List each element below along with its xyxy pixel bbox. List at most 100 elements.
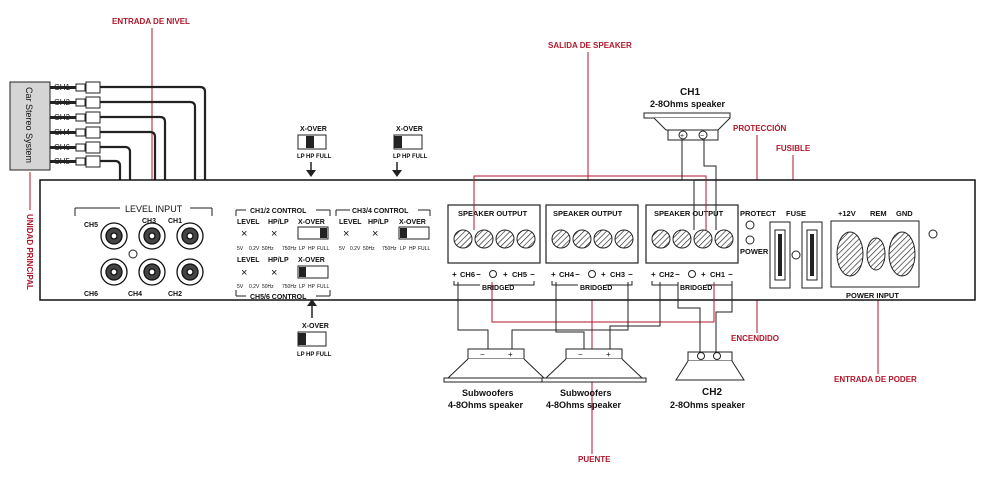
power-gnd-label: GND bbox=[896, 209, 913, 218]
terminal[interactable] bbox=[453, 229, 473, 249]
ch34-level-knob[interactable]: × bbox=[343, 228, 349, 240]
svg-text:+: + bbox=[651, 270, 656, 279]
terminal[interactable] bbox=[672, 229, 692, 249]
annotation-unidad-principal: UNIDAD PRINCIPAL bbox=[25, 214, 34, 290]
power-input: +12V REM GND POWER INPUT bbox=[830, 209, 938, 300]
terminal-label-ch4: CH4 bbox=[559, 270, 575, 279]
ch56-xover-label: X-OVER bbox=[298, 257, 325, 264]
ch2-speaker-title: CH2 bbox=[702, 387, 722, 398]
ch1-speaker-sub: 2-8Ohms speaker bbox=[650, 99, 726, 109]
speaker-output-title: SPEAKER OUTPUT bbox=[458, 209, 528, 218]
xover-full: FULL bbox=[412, 154, 428, 160]
annotation-puente: PUENTE bbox=[578, 455, 611, 464]
xover-callout-2: X-OVER LP HP FULL bbox=[392, 126, 428, 177]
terminal[interactable] bbox=[614, 229, 634, 249]
xover-lp: LP bbox=[297, 154, 305, 160]
speaker-output-ch34: SPEAKER OUTPUT + CH4 − + CH3 − BRIDGED bbox=[545, 204, 639, 292]
ch34-full: FULL bbox=[418, 246, 430, 252]
head-unit-label: Car Stereo System bbox=[24, 87, 34, 163]
xover-hp: HP bbox=[306, 352, 314, 358]
svg-text:−: − bbox=[476, 270, 481, 279]
xover-lp: LP bbox=[297, 352, 305, 358]
terminal[interactable] bbox=[714, 229, 734, 249]
xover-callout-title: X-OVER bbox=[302, 323, 329, 330]
terminal-label-ch6: CH6 bbox=[460, 270, 475, 279]
ch56-hp: HP bbox=[308, 284, 316, 290]
svg-text:−: − bbox=[480, 350, 485, 359]
ch12-control-title: CH1/2 CONTROL bbox=[250, 208, 307, 215]
fuse-label: FUSE bbox=[786, 209, 806, 218]
power-12v-terminal[interactable] bbox=[836, 231, 864, 277]
ch56-control: LEVEL HP/LP X-OVER × × 5V 0.2V 50Hz 750H… bbox=[235, 257, 331, 301]
terminal[interactable] bbox=[572, 229, 592, 249]
terminal[interactable] bbox=[516, 229, 536, 249]
input-label-ch5: CH5 bbox=[84, 222, 98, 229]
annotation-entrada-poder: ENTRADA DE PODER bbox=[834, 375, 917, 384]
terminal-label-ch1: CH1 bbox=[710, 270, 725, 279]
svg-text:−: − bbox=[628, 270, 633, 279]
ch12-hplp-label: HP/LP bbox=[268, 219, 289, 226]
ch34-5v: 5V bbox=[339, 246, 346, 252]
xover-callout-title: X-OVER bbox=[300, 126, 327, 133]
ch34-hp: HP bbox=[409, 246, 417, 252]
ch1-speaker-title: CH1 bbox=[680, 87, 700, 98]
power-rem-terminal[interactable] bbox=[866, 237, 886, 271]
speaker-ch2: CH2 2-8Ohms speaker bbox=[670, 351, 746, 410]
terminal[interactable] bbox=[495, 229, 515, 249]
ch56-level-knob[interactable]: × bbox=[241, 267, 247, 279]
ch34-hplp-knob[interactable]: × bbox=[372, 228, 378, 240]
ch56-750hz: 750Hz bbox=[282, 284, 297, 290]
input-label-ch3: CH3 bbox=[142, 218, 156, 225]
svg-text:−: − bbox=[675, 270, 680, 279]
ch12-hplp-knob[interactable]: × bbox=[271, 228, 277, 240]
svg-text:+: + bbox=[551, 270, 556, 279]
terminal[interactable] bbox=[651, 229, 671, 249]
svg-text:+: + bbox=[601, 270, 606, 279]
ch56-50hz: 50Hz bbox=[262, 284, 274, 290]
status-panel: PROTECT POWER FUSE bbox=[740, 209, 823, 289]
ch12-750hz: 750Hz bbox=[282, 246, 297, 252]
svg-text:+: + bbox=[503, 270, 508, 279]
level-input-panel: LEVEL INPUT CH5 CH3 CH1 CH6 CH4 CH2 bbox=[74, 204, 213, 298]
ch12-level-knob[interactable]: × bbox=[241, 228, 247, 240]
xover-full: FULL bbox=[316, 154, 332, 160]
ch12-lp: LP bbox=[299, 246, 306, 252]
speaker-output-ch12: SPEAKER OUTPUT + CH2 − + CH1 − BRIDGED bbox=[645, 204, 739, 292]
ch56-level-label: LEVEL bbox=[237, 257, 260, 264]
sub2-sub: 4-8Ohms speaker bbox=[546, 400, 622, 410]
ch12-xover-label: X-OVER bbox=[298, 219, 325, 226]
subwoofer-2: − + Subwoofers 4-8Ohms speaker bbox=[541, 348, 647, 410]
terminal[interactable] bbox=[593, 229, 613, 249]
power-led bbox=[745, 235, 755, 245]
svg-text:−: − bbox=[530, 270, 535, 279]
ch12-control: CH1/2 CONTROL LEVEL HP/LP X-OVER × × 5V … bbox=[235, 208, 331, 252]
bridged-label: BRIDGED bbox=[580, 285, 612, 292]
ch12-hp: HP bbox=[308, 246, 316, 252]
terminal[interactable] bbox=[474, 229, 494, 249]
rca-cables bbox=[100, 85, 207, 268]
xover-callout-1: X-OVER LP HP FULL bbox=[297, 126, 332, 177]
terminal[interactable] bbox=[693, 229, 713, 249]
ch56-hplp-knob[interactable]: × bbox=[271, 267, 277, 279]
bridged-label: BRIDGED bbox=[680, 285, 712, 292]
ch34-lp: LP bbox=[400, 246, 407, 252]
terminal[interactable] bbox=[551, 229, 571, 249]
ch12-level-label: LEVEL bbox=[237, 219, 260, 226]
ch56-hplp-label: HP/LP bbox=[268, 257, 289, 264]
ch12-5v: 5V bbox=[237, 246, 244, 252]
ch34-xover-label: X-OVER bbox=[399, 219, 426, 226]
terminal-label-ch2: CH2 bbox=[659, 270, 674, 279]
ch56-control-title: CH5/6 CONTROL bbox=[250, 294, 307, 301]
speaker-ch1: CH1 2-8Ohms speaker + − bbox=[643, 87, 731, 141]
xover-hp: HP bbox=[306, 154, 314, 160]
power-input-title: POWER INPUT bbox=[846, 291, 899, 300]
ch34-750hz: 750Hz bbox=[382, 246, 397, 252]
svg-text:+: + bbox=[680, 133, 684, 140]
xover-callout-3: X-OVER LP HP FULL bbox=[297, 299, 332, 358]
power-gnd-terminal[interactable] bbox=[888, 231, 916, 277]
ch56-02v: 0.2V bbox=[249, 284, 260, 290]
svg-text:+: + bbox=[606, 350, 611, 359]
ch56-lp: LP bbox=[299, 284, 306, 290]
speaker-wires bbox=[457, 138, 733, 352]
